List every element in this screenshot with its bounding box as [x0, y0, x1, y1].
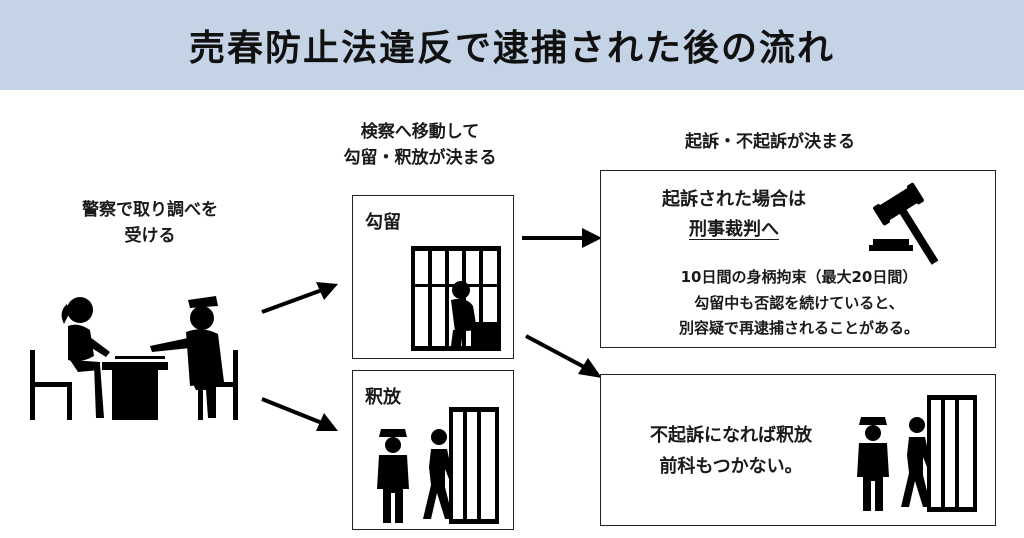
arrow-icon	[261, 397, 338, 431]
step2-caption: 検察へ移動して 勾留・釈放が決まる	[343, 122, 497, 168]
not-indicted-text: 不起訴になれば釈放 前科もつかない。	[650, 425, 812, 477]
step1-caption: 警察で取り調べを 受ける	[82, 200, 218, 246]
detention-box: 勾留	[352, 195, 514, 359]
indicted-heading: 起訴された場合は 刑事裁判へ	[629, 185, 839, 244]
jail-cell-icon	[411, 246, 501, 351]
step3-heading: 起訴・不起訴が決まる	[685, 132, 855, 152]
not-indicted-box: 不起訴になれば釈放 前科もつかない。	[600, 374, 996, 526]
title-banner: 売春防止法違反で逮捕された後の流れ	[0, 0, 1024, 90]
indicted-details: 10日間の身柄拘束（最大20日間） 勾留中も否認を続けていると、 別容疑で再逮捕…	[678, 268, 919, 337]
police-officer-icon	[377, 429, 409, 523]
page-title: 売春防止法違反で逮捕された後の流れ	[188, 28, 835, 69]
gavel-icon	[869, 182, 939, 265]
release-label: 釈放	[365, 387, 401, 408]
release-box: 釈放	[352, 370, 514, 530]
indicted-box: 起訴された場合は 刑事裁判へ 10日間の身柄拘束（最大20日間） 勾留中も否認を…	[600, 170, 996, 348]
detention-label: 勾留	[365, 212, 401, 233]
police-officer-icon	[857, 417, 889, 511]
person-leaving-jail-icon	[901, 395, 977, 512]
arrow-icon	[522, 228, 602, 248]
criminal-trial-text: 刑事裁判へ	[689, 218, 779, 240]
interrogation-icon	[30, 296, 238, 420]
person-leaving-jail-icon	[423, 407, 499, 524]
arrow-icon	[525, 334, 602, 378]
arrow-icon	[261, 282, 338, 314]
